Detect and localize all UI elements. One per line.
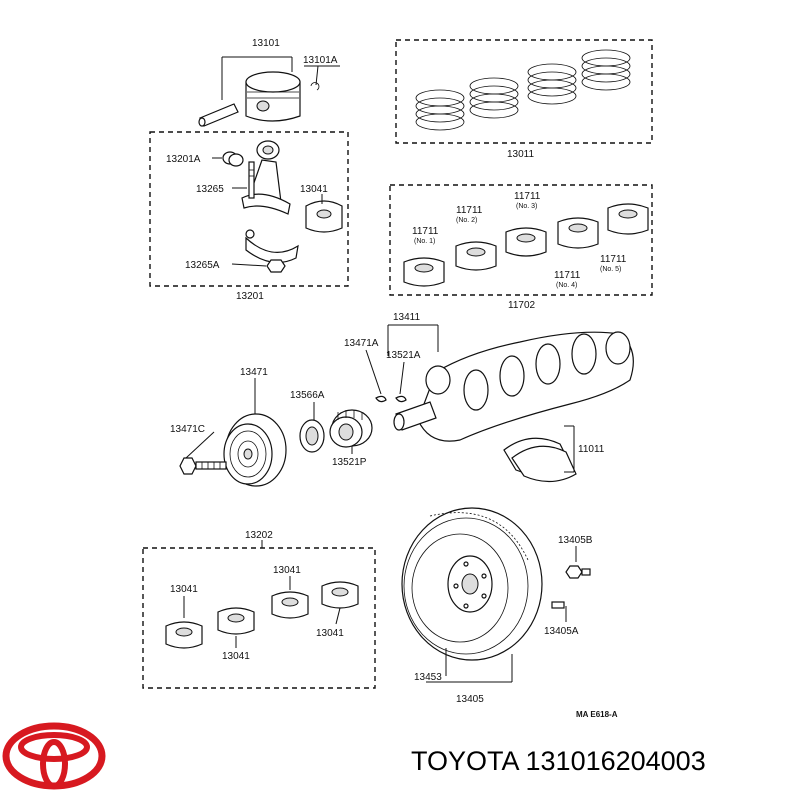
label-rod-bearing: 13041: [300, 184, 328, 195]
label-main-bearing-2: 11711: [456, 205, 483, 216]
rod-cap-part: [245, 229, 299, 264]
label-piston-clip: 13101A: [303, 55, 338, 66]
rod-bearing-d-part: [321, 581, 359, 609]
rod-bearing-set-group: 13202 13041 13041 13041 13041: [142, 530, 376, 689]
label-spacer: 13566A: [290, 390, 325, 401]
piston-group: 13101 13101A: [198, 38, 340, 127]
main-bearing-no3-part: [505, 227, 547, 257]
label-pulley: 13471: [240, 367, 268, 378]
piston-rings-part: [415, 49, 631, 131]
label-main-bearing-1-no: (No. 1): [414, 238, 435, 245]
main-bearing-no2-part: [455, 241, 497, 271]
label-rod-bearing-c: 13041: [273, 565, 301, 576]
connecting-rod-group: 13201A 13265 13041 13265A 13201: [149, 131, 349, 302]
label-main-bearing-5: 11711: [600, 254, 627, 265]
flywheel-pin-part: [551, 601, 565, 609]
label-rod-bearing-set: 13202: [245, 530, 273, 541]
brand-part-number: TOYOTA 131016204003: [411, 746, 706, 776]
main-bearing-no1-part: [403, 257, 445, 287]
label-main-bearing-5-no: (No. 5): [600, 266, 621, 273]
pulley-bolt-part: [179, 457, 227, 475]
label-rod-bearing-b: 13041: [222, 651, 250, 662]
piston-pin-part: [198, 103, 239, 127]
label-main-set: 11702: [508, 300, 536, 311]
drawing-code: MA E618-A: [576, 710, 618, 719]
label-rod-bearing-d: 13041: [316, 628, 344, 639]
piston-part: [245, 71, 301, 122]
label-rod-bearing-a: 13041: [170, 584, 198, 595]
label-rod-nut: 13265A: [185, 260, 220, 271]
label-flywheel: 13405: [456, 694, 484, 705]
label-main-bearing-2-no: (No. 2): [456, 217, 477, 224]
label-pulley-bolt: 13471C: [170, 424, 205, 435]
rod-bearing-part: [305, 200, 343, 233]
label-rod-bolt: 13265: [196, 184, 224, 195]
label-main-bearing-3: 11711: [514, 191, 541, 202]
crankshaft-group: 13411 13471A 13521A: [344, 312, 634, 442]
flywheel-part: [401, 507, 543, 661]
main-bearing-no4-part: [557, 217, 599, 249]
thrust-washer-group: 11011: [503, 425, 605, 483]
label-main-bearing-3-no: (No. 3): [516, 203, 537, 210]
piston-clip-part: [310, 82, 320, 91]
label-crankshaft: 13411: [393, 312, 421, 323]
label-rod-bushing: 13201A: [166, 154, 201, 165]
label-thrust-washer: 11011: [578, 444, 605, 455]
rod-bearing-b-part: [217, 607, 255, 635]
rod-bushing-part: [222, 151, 244, 167]
label-flywheel-pin: 13405A: [544, 626, 579, 637]
rod-nut-part: [266, 259, 286, 273]
crankshaft-part: [393, 331, 634, 442]
label-flywheel-bolt: 13405B: [558, 535, 593, 546]
label-gear: 13521P: [332, 457, 367, 468]
ring-set-group: 13011: [395, 39, 653, 160]
flywheel-group: 13405B 13405A 13453 13405: [401, 507, 593, 705]
thrust-washer-part: [503, 437, 577, 483]
label-ring-set: 13011: [507, 149, 535, 160]
rod-bearing-c-part: [271, 591, 309, 619]
label-main-bearing-1: 11711: [412, 226, 439, 237]
flywheel-bolt-part: [565, 565, 591, 579]
label-key-a: 13471A: [344, 338, 379, 349]
label-piston: 13101: [252, 38, 280, 49]
crank-pulley-part: [223, 413, 287, 487]
main-bearing-group: 11711 (No. 1) 11711 (No. 2) 11711 (No. 3…: [389, 184, 653, 311]
rod-bolt-part: [248, 161, 255, 199]
rod-bearing-a-part: [165, 621, 203, 649]
crank-keys-part: [375, 395, 407, 403]
label-rod-assy: 13201: [236, 291, 264, 302]
toyota-logo-icon: [2, 722, 106, 790]
label-main-bearing-4-no: (No. 4): [556, 282, 577, 289]
label-ring-gear: 13453: [414, 672, 442, 683]
label-key-b: 13521A: [386, 350, 421, 361]
main-bearing-no5-part: [607, 203, 649, 235]
ring-gear-teeth-part: [429, 512, 529, 561]
label-main-bearing-4: 11711: [554, 270, 581, 281]
spacer-part: [299, 419, 325, 453]
pulley-group: 13471 13471C 13566A 13521P: [170, 367, 373, 487]
timing-gear-part: [329, 409, 373, 448]
